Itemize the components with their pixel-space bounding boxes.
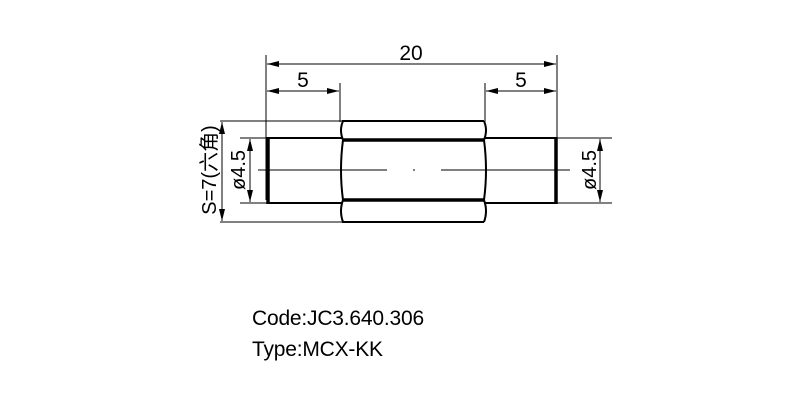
right-pin-length-label: 5: [515, 69, 527, 92]
part-body: [266, 120, 558, 223]
overall-length-label: 20: [399, 42, 422, 65]
part-type: Type:MCX-KK: [252, 338, 383, 361]
extension-lines: [220, 55, 612, 223]
left-pin-length-label: 5: [297, 69, 309, 92]
left-diameter-label: ø4.5: [228, 150, 250, 190]
part-code: Code:JC3.640.306: [252, 307, 424, 330]
right-diameter-label: ø4.5: [579, 150, 601, 190]
hex-size-label: S=7(六角): [198, 125, 221, 214]
dimension-lines: [219, 61, 603, 221]
